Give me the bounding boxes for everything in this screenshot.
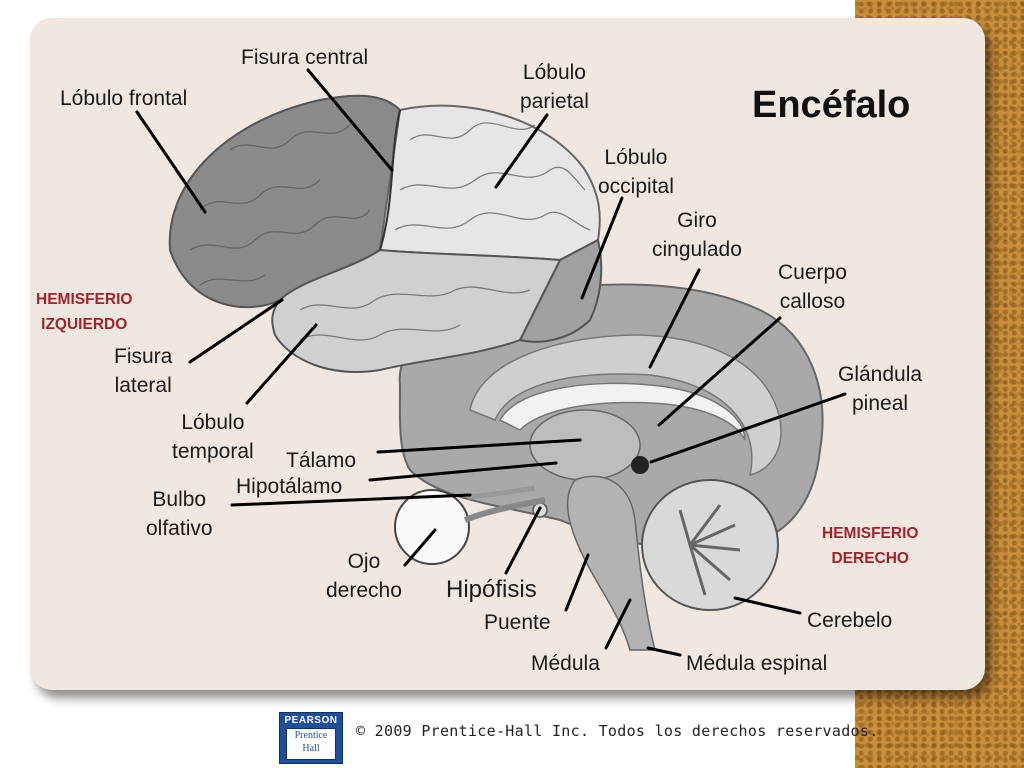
left-hemisphere-parietal (378, 104, 601, 262)
leader-lobulo-temporal (245, 323, 318, 405)
copyright-notice: © 2009 Prentice-Hall Inc. Todos los dere… (356, 722, 879, 740)
label-fisura-lateral: Fisura lateral (114, 345, 173, 397)
cerebellum-arbor (678, 504, 741, 596)
pearson-logo: PEARSON Prentice Hall (279, 712, 343, 764)
label-hemisferio-derecho: HEMISFERIO DERECHO (822, 525, 919, 567)
leader-glandula-pineal (649, 392, 847, 464)
left-hemisphere-occipital (518, 238, 603, 343)
label-hemisferio-izquierdo: HEMISFERIO IZQUIERDO (36, 291, 133, 333)
thalamus (529, 409, 641, 481)
leader-cerebelo (733, 596, 802, 615)
page-title: Encéfalo (752, 84, 911, 126)
leader-lobulo-frontal (135, 110, 207, 214)
leader-ojo-derecho (403, 528, 437, 567)
cerebellum (641, 479, 779, 611)
right-eye (394, 489, 470, 565)
leader-hipofisis (504, 506, 542, 575)
leader-medula (604, 598, 632, 650)
label-talamo: Tálamo (286, 449, 357, 472)
label-cuerpo-calloso: Cuerpo calloso (778, 261, 847, 313)
olfactory-bulb (467, 485, 536, 500)
label-medula-espinal: Médula espinal (686, 652, 828, 675)
label-bulbo-olfativo: Bulbo olfativo (146, 488, 213, 540)
label-giro-cingulado: Giro cingulado (652, 209, 742, 261)
label-lobulo-temporal: Lóbulo temporal (172, 411, 254, 463)
leader-talamo (376, 438, 582, 454)
optic-nerve (463, 497, 546, 523)
label-hipotalamo: Hipotálamo (236, 475, 343, 498)
leader-giro-cingulado (648, 268, 701, 369)
label-lobulo-frontal: Lóbulo frontal (60, 87, 188, 110)
label-lobulo-occipital: Lóbulo occipital (598, 146, 674, 198)
corpus-callosum (498, 382, 746, 441)
pineal-gland (631, 456, 649, 474)
gyri-texture (189, 122, 591, 341)
cingulate-gyrus (469, 334, 782, 477)
label-medula: Médula (531, 652, 600, 675)
leader-lobulo-parietal (494, 113, 549, 189)
leader-fisura-central (306, 68, 394, 172)
label-ojo-derecho: Ojo derecho (326, 550, 402, 602)
leader-puente (564, 553, 590, 612)
label-hipofisis: Hipófisis (446, 576, 537, 603)
leader-medula-espinal (646, 646, 682, 657)
leader-bulbo-olfativo (230, 493, 472, 507)
label-cerebelo: Cerebelo (807, 609, 893, 632)
leader-hipotalamo (368, 461, 558, 482)
leader-lines (135, 68, 847, 657)
label-puente: Puente (484, 611, 551, 634)
leader-cuerpo-calloso (657, 316, 782, 427)
leader-lobulo-occipital (580, 196, 624, 300)
label-lobulo-parietal: Lóbulo parietal (520, 61, 589, 113)
leader-fisura-lateral (188, 298, 284, 364)
central-fissure-line (379, 109, 401, 251)
label-glandula-pineal: Glándula pineal (838, 363, 923, 415)
label-fisura-central: Fisura central (241, 46, 369, 69)
left-hemisphere-temporal (271, 248, 562, 373)
